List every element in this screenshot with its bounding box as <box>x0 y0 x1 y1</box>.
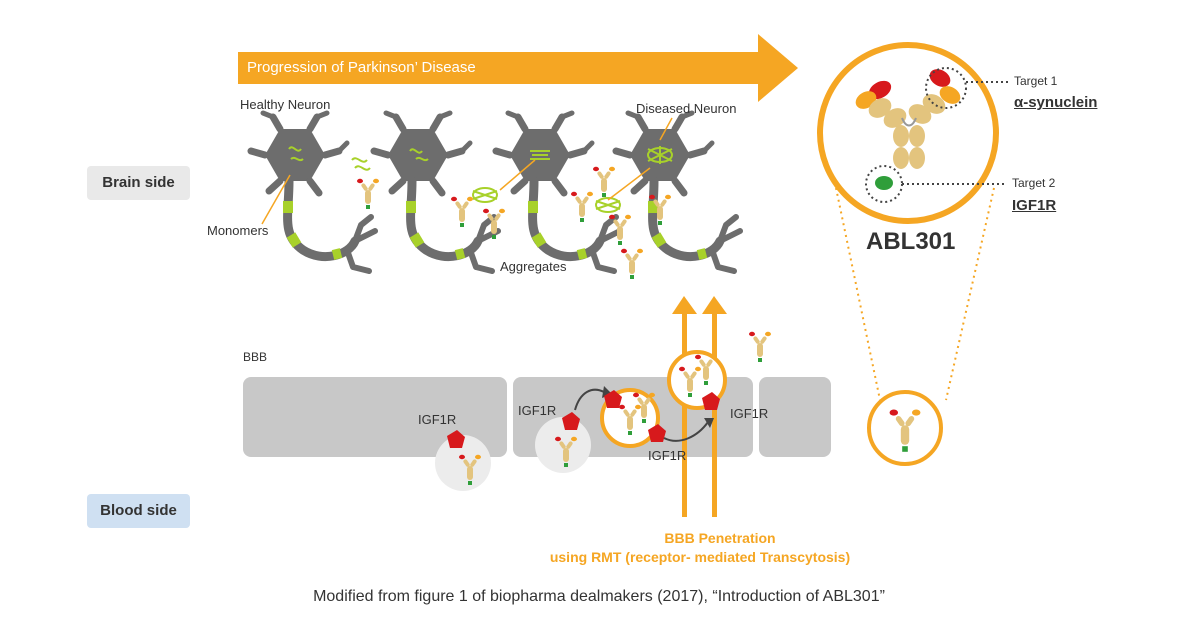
progression-label: Progression of Parkinson’ Disease <box>247 59 476 76</box>
igf1r-label-4: IGF1R <box>730 406 769 421</box>
antibody-icon <box>451 196 473 227</box>
target1-label: Target 1 <box>1014 74 1058 88</box>
igf1r-label-1: IGF1R <box>418 412 457 427</box>
progression-arrow <box>238 34 798 102</box>
abl301-title: ABL301 <box>866 228 956 255</box>
abl301-antibody-large <box>855 67 1010 203</box>
target2-name: IGF1R <box>1012 197 1057 214</box>
antibody-icon <box>593 166 615 197</box>
aggregate-cluster-2 <box>595 197 621 213</box>
neuron-2 <box>374 113 498 271</box>
monomer-cluster <box>351 157 371 171</box>
aggregates-pointer <box>499 159 536 191</box>
bbb-label: BBB <box>243 350 268 364</box>
neuron-diseased <box>616 113 740 271</box>
target2-label: Target 2 <box>1012 176 1056 190</box>
aggregate-cluster <box>472 187 498 203</box>
target1-name: α-synuclein <box>1014 94 1098 111</box>
igf1r-receptor-icon <box>447 430 465 448</box>
blood-side-label: Blood side <box>87 494 190 528</box>
igf1r-receptor-icon <box>562 412 580 430</box>
step-arrow <box>574 388 605 411</box>
diseased-pointer <box>659 117 673 141</box>
antibody-icon <box>571 191 593 222</box>
aggregates-label: Aggregates <box>500 259 567 274</box>
bbb-cell-1 <box>243 377 507 457</box>
aggregates-pointer-2 <box>607 167 651 201</box>
neuron-3 <box>496 113 620 271</box>
monomers-label: Monomers <box>207 223 269 238</box>
penetration-line2: using RMT (receptor- mediated Transcytos… <box>549 549 851 565</box>
healthy-neuron-label: Healthy Neuron <box>240 97 331 112</box>
monomers-pointer <box>261 174 291 225</box>
antibody-icon <box>749 331 771 362</box>
neuron-healthy <box>251 113 375 271</box>
igf1r-label-2: IGF1R <box>518 403 557 418</box>
figure-caption: Modified from figure 1 of biopharma deal… <box>313 588 885 605</box>
penetration-line1: BBB Penetration <box>664 530 776 546</box>
target1-highlight <box>925 67 967 109</box>
diseased-neuron-label: Diseased Neuron <box>636 101 737 116</box>
antibody-bubble-blood <box>435 435 491 491</box>
antibody-icon <box>357 178 379 209</box>
zoom-guide-right <box>945 187 995 401</box>
igf1r-label-3: IGF1R <box>648 448 687 463</box>
brain-side-label: Brain side <box>87 166 190 200</box>
bbb-cell-3 <box>759 377 831 457</box>
step-arrow-2 <box>663 421 709 442</box>
penetration-arrows <box>672 296 727 517</box>
antibody-icon <box>621 248 643 279</box>
zoom-guide-left <box>835 187 881 401</box>
